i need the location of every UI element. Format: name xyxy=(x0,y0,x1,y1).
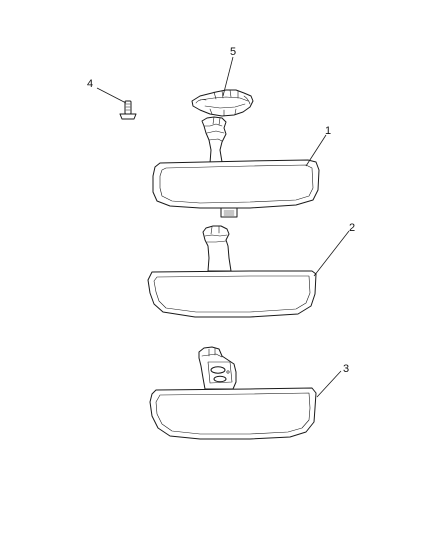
callout-1: 1 xyxy=(325,125,331,137)
callout-3: 3 xyxy=(343,363,349,375)
part-3-mirror xyxy=(149,346,317,440)
callout-2: 2 xyxy=(349,222,355,234)
part-4-screw xyxy=(119,100,137,120)
part-1-mirror xyxy=(152,116,320,218)
callout-5: 5 xyxy=(230,46,236,58)
leader-lines xyxy=(96,56,350,398)
part-2-mirror xyxy=(147,225,317,318)
callout-4: 4 xyxy=(87,78,93,90)
part-5-bracket xyxy=(191,89,254,117)
